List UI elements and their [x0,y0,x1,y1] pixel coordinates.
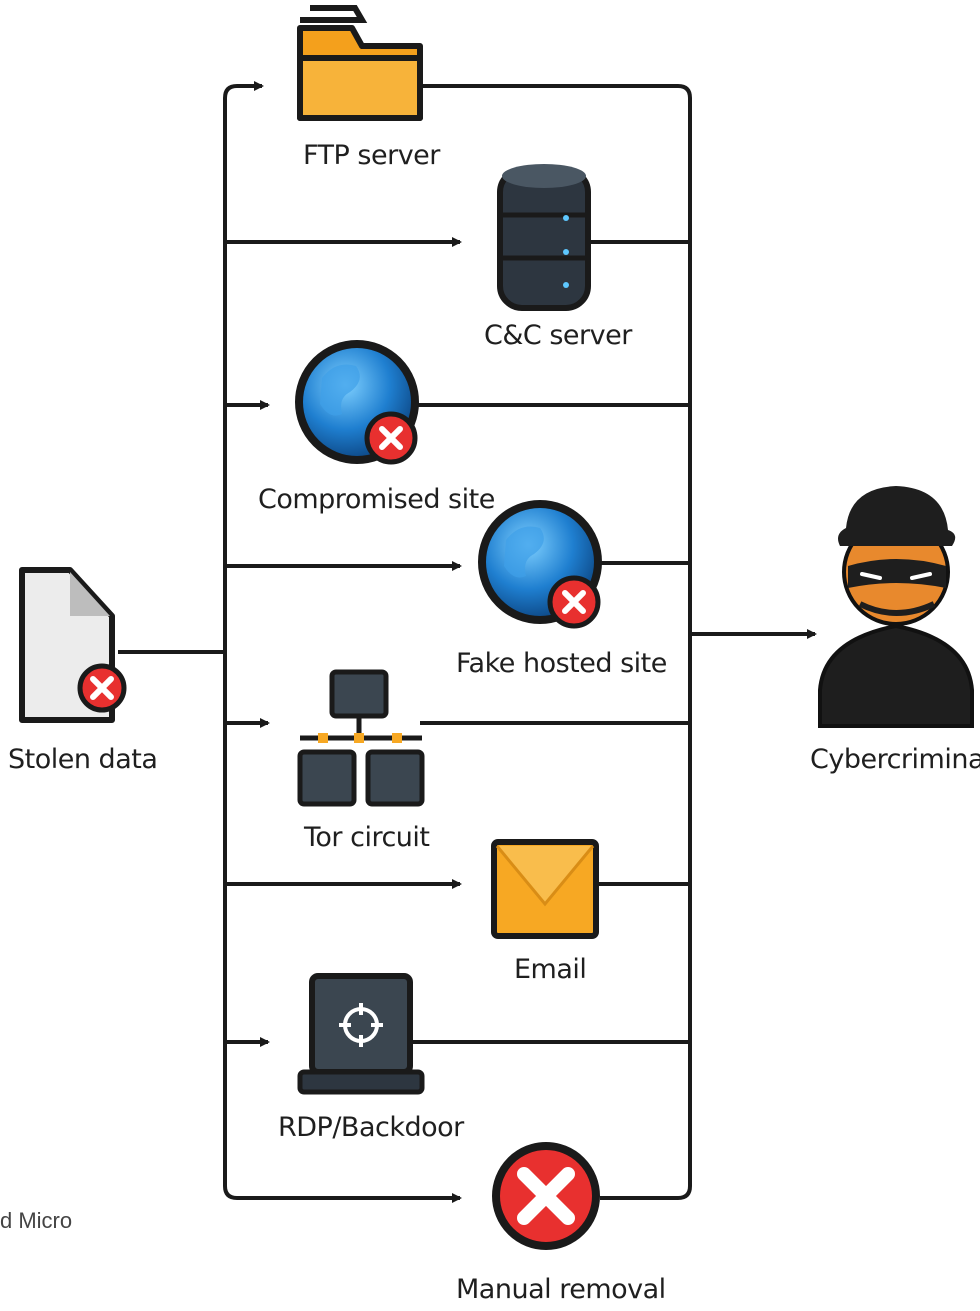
source-label: Stolen data [8,744,158,775]
channel-label-rdp: RDP/Backdoor [278,1112,464,1143]
channel-label-fake: Fake hosted site [456,648,667,679]
envelope-icon [491,839,599,939]
database-server-icon [497,164,591,311]
document-x-icon [19,567,127,723]
red-x-circle-icon [492,1142,600,1250]
channel-label-ftp: FTP server [303,140,440,171]
globe-x-icon [295,340,419,465]
connector-lines [118,81,817,1203]
masked-thief-icon [818,486,974,728]
image-credit: d Micro [0,1208,73,1233]
target-label: Cybercriminals [810,744,980,775]
network-nodes-icon [297,669,425,807]
globe-x-icon [478,500,602,629]
channel-label-email: Email [514,954,587,985]
laptop-crosshair-icon [297,973,425,1095]
folder-icon [297,5,423,121]
channel-label-cc: C&C server [484,320,632,351]
channel-label-manual: Manual removal [456,1274,666,1305]
channel-label-compromised: Compromised site [258,484,495,515]
channel-label-tor: Tor circuit [304,822,430,853]
